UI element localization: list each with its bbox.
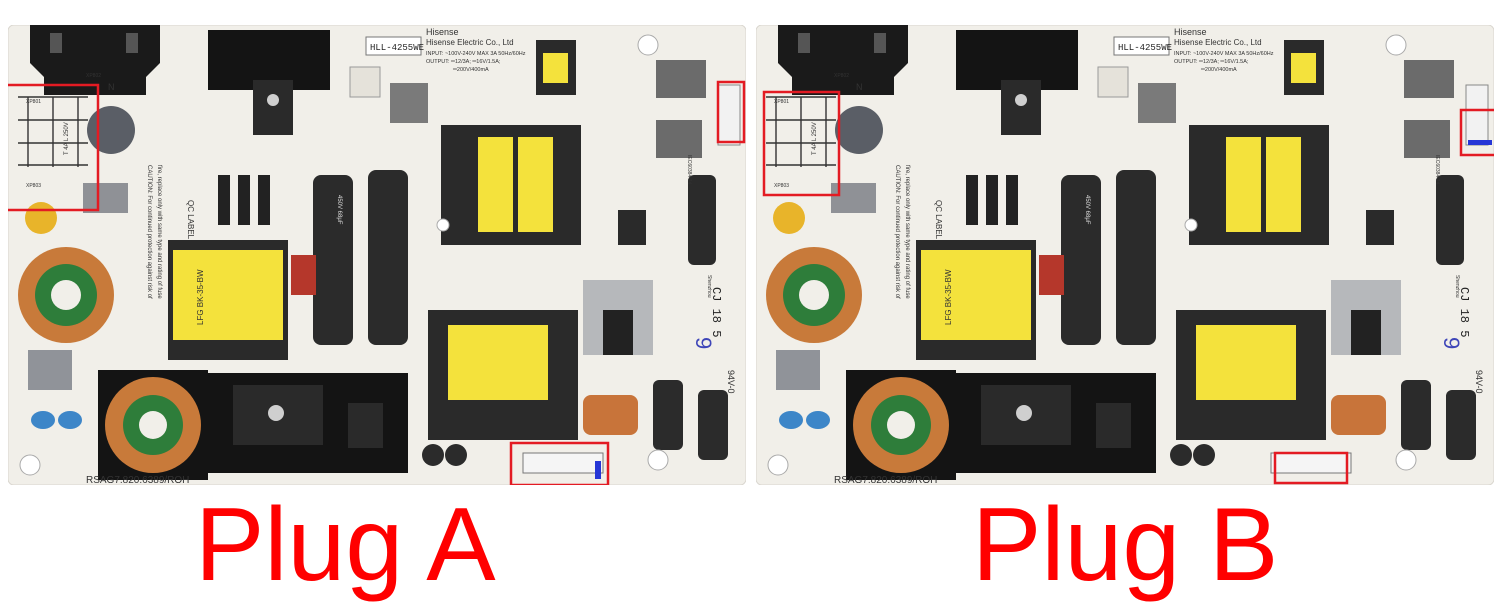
heatsink-label: N [108, 82, 115, 92]
qc-label: QC LABEL [186, 200, 195, 240]
capacitor-label: 450V 68μF [1084, 195, 1090, 225]
caption-plug-a: Plug A [195, 487, 496, 603]
flammability-mark: 94V-0 [726, 370, 736, 394]
transformer-label: LFG BK-35-BW [196, 269, 205, 325]
pin-label-2: XP802 [86, 73, 101, 79]
fuse-label: T 4A L 250V [812, 122, 818, 155]
capacitor-label: 450V 68μF [336, 195, 342, 225]
rating-line-2: OUTPUT: ═12/3A; ═16V/1.5A; [426, 59, 501, 65]
model-label: HLL-4255WE [1118, 43, 1172, 53]
relay-label: IEC60384-14 [1434, 155, 1440, 185]
maker-line-1: Hisense [426, 27, 459, 37]
pin-label-3: XP803 [774, 183, 789, 189]
blue-mark: 9 [1439, 337, 1464, 349]
stamp: CJ 18 5 [1457, 287, 1471, 337]
pin-label-1: XP801 [774, 99, 789, 105]
highlight-right-connector [716, 80, 746, 144]
ul-label: Shenzhou [706, 275, 712, 298]
highlight-right-connector [1459, 108, 1494, 157]
caution-line-1: CAUTION: For continued protection agains… [146, 165, 152, 299]
rating-line-1: INPUT: ~100V-240V MAX 3A 50Hz/60Hz [426, 51, 526, 57]
part-number: RSAG7.820.6389/ROH [86, 475, 189, 485]
blue-wire [1468, 140, 1492, 145]
stamp: CJ 18 5 [709, 287, 723, 337]
pcb-photo-plug-a: HLL-4255WE Hisense Hisense Electric Co.,… [8, 25, 746, 485]
blue-mark: 9 [691, 337, 716, 349]
pcb-drawing: HLL-4255WE Hisense Hisense Electric Co.,… [8, 25, 746, 485]
caution-line-2: fire, replace only with same type and ra… [904, 165, 910, 299]
qc-label: QC LABEL [934, 200, 943, 240]
transformer-label: LFG BK-35-BW [944, 269, 953, 325]
rating-line-2: OUTPUT: ═12/3A; ═16V/1.5A; [1174, 59, 1249, 65]
fuse-label: T 4A L 250V [64, 122, 70, 155]
rating-line-3: ═200V/400mA [452, 67, 489, 73]
pin-label-2: XP802 [834, 73, 849, 79]
highlight-output-connector [509, 441, 610, 485]
rating-line-3: ═200V/400mA [1200, 67, 1237, 73]
model-label: HLL-4255WE [370, 43, 424, 53]
highlight-input-connector [8, 83, 100, 212]
caution-line-2: fire, replace only with same type and ra… [156, 165, 162, 299]
rating-line-1: INPUT: ~100V-240V MAX 3A 50Hz/60Hz [1174, 51, 1274, 57]
highlight-input-connector [762, 90, 841, 197]
maker-line-2: Hisense Electric Co., Ltd [1174, 38, 1262, 47]
flammability-mark: 94V-0 [1474, 370, 1484, 394]
part-number: RSAG7.820.6389/ROH [834, 475, 937, 485]
caption-plug-b: Plug B [972, 487, 1279, 603]
highlight-output-connector [1273, 451, 1349, 485]
ul-label: Shenzhou [1454, 275, 1460, 298]
pcb-photo-plug-b: HLL-4255WE Hisense Hisense Electric Co.,… [756, 25, 1494, 485]
blue-wire [595, 461, 601, 479]
pin-label-3: XP803 [26, 183, 41, 189]
heatsink-label: N [856, 82, 863, 92]
maker-line-2: Hisense Electric Co., Ltd [426, 38, 514, 47]
pcb-drawing: HLL-4255WE Hisense Hisense Electric Co.,… [756, 25, 1494, 485]
pin-label-1: XP801 [26, 99, 41, 105]
maker-line-1: Hisense [1174, 27, 1207, 37]
relay-label: IEC60384-14 [686, 155, 692, 185]
caution-line-1: CAUTION: For continued protection agains… [894, 165, 900, 299]
